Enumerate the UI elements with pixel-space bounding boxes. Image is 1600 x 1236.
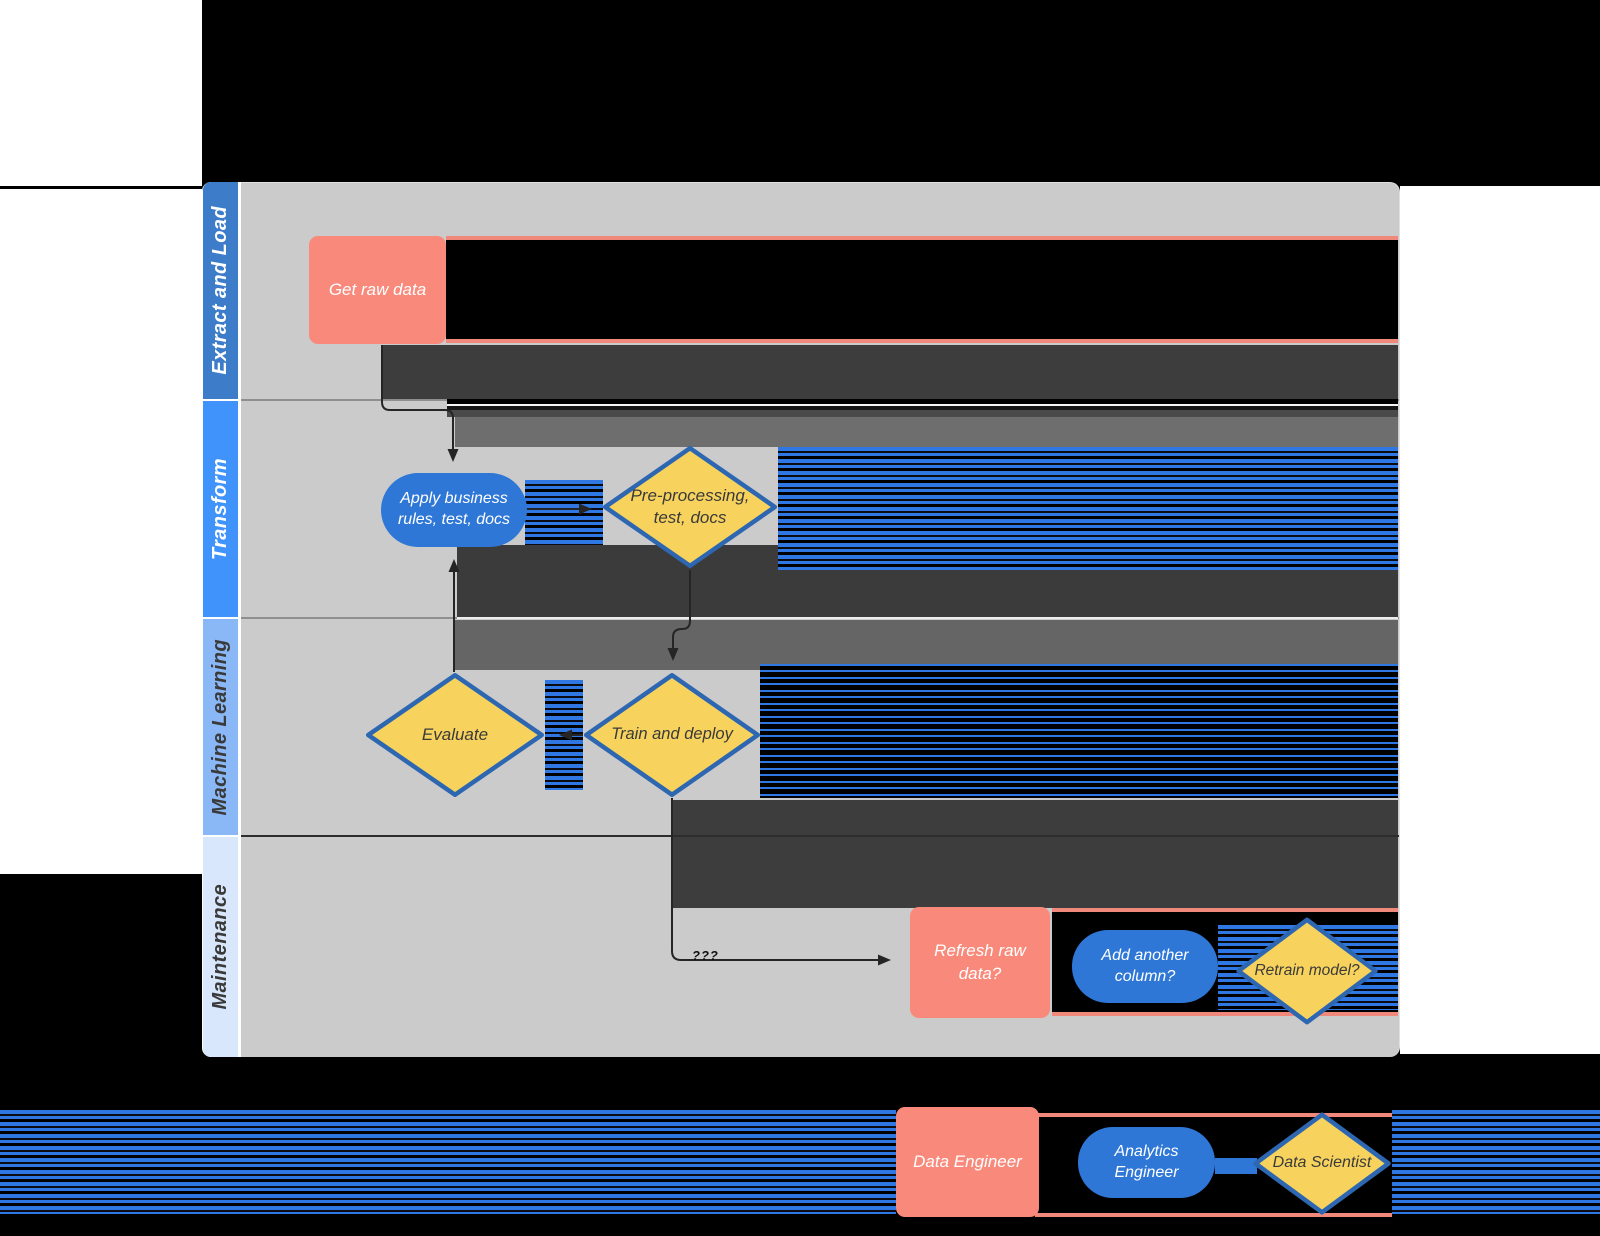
right-margin <box>1400 185 1600 1054</box>
lane-label: Maintenance <box>209 884 231 1010</box>
lane-label: Transform <box>209 457 231 561</box>
node-refresh-raw-data: Refresh raw data? <box>910 907 1050 1018</box>
glitch-band-black-row1 <box>446 236 1398 343</box>
legend-label: Data Scientist <box>1272 1154 1372 1172</box>
legend-label: Analytics Engineer <box>1114 1142 1179 1181</box>
node-apply-business-rules: Apply business rules, test, docs <box>381 473 527 547</box>
lane-label: Machine Learning <box>209 638 231 816</box>
node-retrain-model: Retrain model? <box>1236 917 1378 1025</box>
glitch-stripes-right-of-preprocessing <box>778 447 1398 570</box>
node-get-raw-data: Get raw data <box>309 236 446 344</box>
lane-header-transform: Transform <box>203 401 238 617</box>
lane-header-maintenance: Maintenance <box>203 837 238 1057</box>
legend-data-scientist: Data Scientist <box>1253 1112 1391 1215</box>
diamond-shape <box>1236 917 1378 1025</box>
top-rule-left <box>0 186 202 189</box>
left-margin <box>0 0 202 874</box>
diamond-shape <box>583 672 761 798</box>
node-add-another-column: Add another column? <box>1072 930 1218 1003</box>
top-rule-right <box>1400 183 1600 186</box>
glitch-stripes-between-diamonds <box>545 680 583 790</box>
diamond-shape <box>1253 1112 1391 1215</box>
glitch-blue-bar-legend <box>1215 1158 1257 1174</box>
glitch-white-line <box>457 617 1398 619</box>
glitch-stripes-bottom-right <box>1392 1110 1600 1214</box>
node-evaluate: Evaluate <box>365 672 545 798</box>
glitch-band-dark-row1 <box>381 345 1398 399</box>
node-label: Retrain model? <box>1254 961 1360 979</box>
node-label: Train and deploy <box>611 725 733 744</box>
diamond-shape <box>602 445 778 569</box>
diamond-shape <box>365 672 545 798</box>
edge-glitch-label: ??? <box>692 948 719 963</box>
legend-label: Data Engineer <box>913 1151 1022 1171</box>
glitch-band-dark-row4 <box>672 800 1398 908</box>
lane-label: Extract and Load <box>209 206 231 375</box>
glitch-stripes-right-of-train <box>760 664 1398 798</box>
glitch-stripes-bottom-left <box>0 1110 896 1214</box>
lane-header-extract-and-load: Extract and Load <box>203 182 238 399</box>
node-pre-processing: Pre-processing, test, docs <box>602 445 778 569</box>
node-train-and-deploy: Train and deploy <box>583 672 761 798</box>
glitch-band-boundary1 <box>447 399 1398 417</box>
node-label: Add another column? <box>1101 946 1189 985</box>
legend-analytics-engineer: Analytics Engineer <box>1078 1127 1215 1198</box>
legend-data-engineer: Data Engineer <box>896 1107 1039 1217</box>
node-label: Refresh raw data? <box>934 941 1026 983</box>
node-label: Get raw data <box>328 279 427 299</box>
node-label: Apply business rules, test, docs <box>397 490 511 528</box>
lane-header-machine-learning: Machine Learning <box>203 619 238 835</box>
lane-divider <box>241 835 1399 837</box>
glitch-band-gray-row2 <box>455 417 1398 447</box>
node-label: Evaluate <box>421 724 489 744</box>
glitch-stripes-before-preprocessing <box>525 480 603 545</box>
glitch-band-gray-row3 <box>455 620 1398 670</box>
node-label: Pre-processing, test, docs <box>630 485 750 527</box>
